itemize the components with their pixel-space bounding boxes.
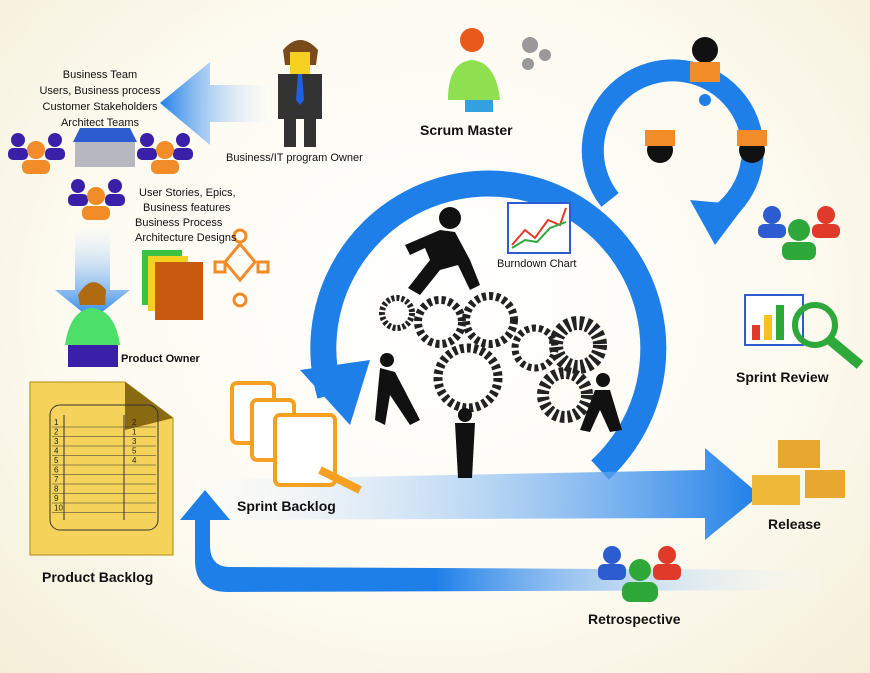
backlog-story-points: 1	[132, 428, 137, 437]
review-team-icon	[758, 206, 840, 260]
sprint-backlog-label: Sprint Backlog	[237, 498, 336, 514]
gears-icon	[379, 292, 607, 423]
artifacts-icon	[142, 250, 203, 320]
sprint-review-label: Sprint Review	[736, 369, 829, 385]
burndown-chart-label: Burndown Chart	[497, 258, 577, 270]
release-boxes-icon	[752, 440, 845, 505]
backlog-row-number: 9	[54, 494, 59, 503]
retrospective-team-icon	[598, 546, 681, 602]
release-label: Release	[768, 516, 821, 532]
business-team-label: Business Team Users, Business process Cu…	[39, 69, 161, 129]
workers-figures	[375, 353, 622, 478]
backlog-row-number: 1	[54, 418, 59, 427]
product-owner-label: Product Owner	[121, 353, 200, 365]
scrum-master-figure	[448, 28, 551, 112]
product-owner-figure	[65, 282, 120, 367]
daily-scrum-arrow	[581, 59, 764, 224]
product-backlog-icon	[29, 381, 174, 556]
team-icon-group	[8, 133, 193, 220]
backlog-story-points: 5	[132, 447, 137, 456]
backlog-row-number: 6	[54, 466, 59, 475]
laptop-icon	[73, 128, 137, 167]
down-arrow	[55, 225, 130, 320]
backlog-row-number: 3	[54, 437, 59, 446]
sprint-backlog-icon	[230, 381, 362, 494]
flowchart-icon	[213, 228, 270, 308]
backlog-row-number: 4	[54, 447, 59, 456]
backlog-story-points: 3	[132, 437, 137, 446]
product-backlog-label: Product Backlog	[42, 569, 154, 585]
backlog-row-number: 5	[54, 456, 59, 465]
backlog-row-number: 8	[54, 485, 59, 494]
retrospective-label: Retrospective	[588, 611, 681, 627]
retrospective-arrow	[180, 490, 820, 592]
release-arrow	[195, 448, 760, 540]
artifacts-label: User Stories, Epics, Business features B…	[135, 187, 237, 244]
sprint-cycle-arrow	[310, 170, 667, 480]
backlog-row-number: 7	[54, 475, 59, 484]
burndown-chart-icon	[507, 202, 571, 254]
daily-team-icons	[645, 37, 767, 163]
backlog-row-number: 10	[54, 504, 63, 513]
backlog-story-points: 2	[132, 418, 137, 427]
program-owner-label: Business/IT program Owner	[226, 152, 363, 164]
backlog-row-number: 2	[54, 428, 59, 437]
left-arrow	[160, 62, 270, 145]
scrum-master-label: Scrum Master	[420, 122, 513, 138]
program-owner-figure	[278, 40, 322, 147]
backlog-story-points: 4	[132, 456, 137, 465]
review-chart-icon	[744, 294, 864, 369]
runner-figure	[405, 207, 480, 295]
